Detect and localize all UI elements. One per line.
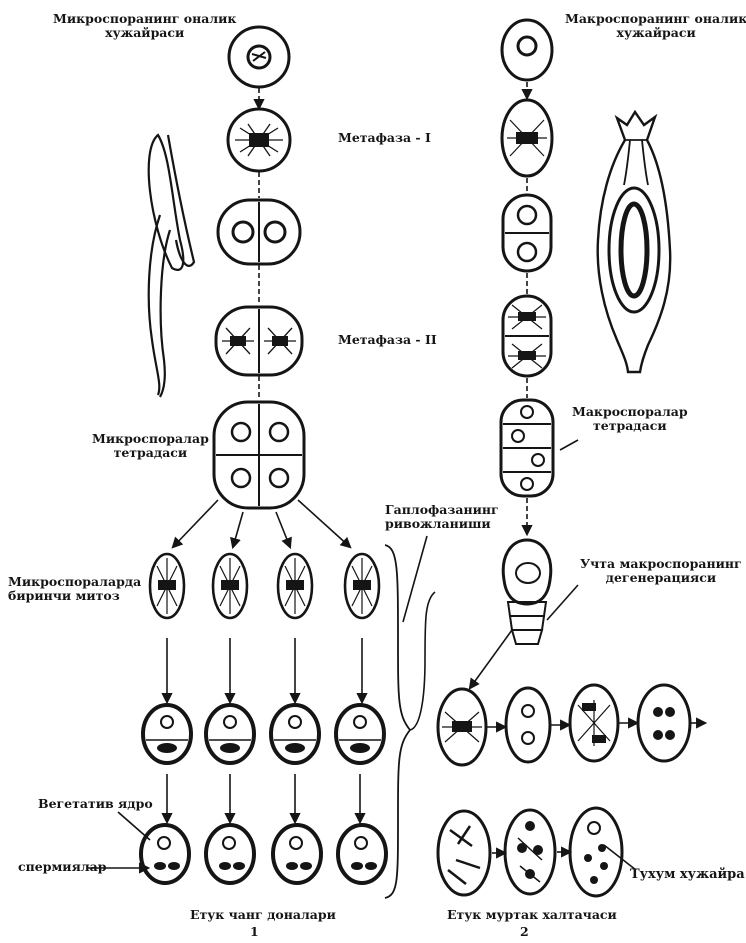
- micro-tetrad-label-line2: тетрадаси: [92, 446, 209, 460]
- micro-tetrad-label-line1: Микроспоралар: [92, 432, 209, 446]
- egg-cell-label: Тухум хужайра: [630, 868, 745, 883]
- micro-tetrad-label: Микроспоралар тетрадаси: [92, 432, 209, 461]
- degeneration-label-line2: дегенерацияси: [580, 571, 742, 585]
- degeneration-label: Учта макроспоранинг дегенерацияси: [580, 557, 742, 586]
- degeneration-label-line1: Учта макроспоранинг: [580, 557, 742, 571]
- micro-mother-label-line2: хужайраси: [53, 26, 236, 40]
- haplophase-label: Гаплофазанинг ривожланиши: [385, 503, 499, 532]
- macro-metaphase-1: [502, 100, 552, 176]
- macro-tetrad-label-line2: тетрадаси: [572, 419, 688, 433]
- macro-metaphase-2: [503, 296, 551, 376]
- sperms-label: спермиялар: [18, 860, 106, 874]
- metaphase-1-label: Метафаза - I: [338, 131, 431, 145]
- sac-caption: Етук муртак халтачаси: [447, 908, 617, 922]
- macro-mother-label: Макроспоранинг оналик хужайраси: [565, 12, 746, 41]
- haplophase-label-line1: Гаплофазанинг: [385, 503, 499, 517]
- first-mitosis-label-line1: Микроспораларда: [8, 575, 141, 589]
- micro-mother-label: Микроспоранинг оналик хужайраси: [53, 12, 236, 41]
- micro-mother-label-line1: Микроспоранинг оналик: [53, 12, 236, 26]
- micro-mother-cell: [229, 27, 289, 87]
- first-mitosis-label-line2: биринчи митоз: [8, 589, 141, 603]
- macro-tetrad: [501, 400, 553, 496]
- dyad-cell: [218, 200, 300, 264]
- embryo-sac-row-2: [438, 808, 636, 896]
- mature-pollen-row: [141, 825, 386, 883]
- first-mitosis-label: Микроспораларда биринчи митоз: [8, 575, 141, 604]
- metaphase-2-label: Метафаза - II: [338, 333, 437, 347]
- macro-mother-label-line1: Макроспоранинг оналик: [565, 12, 746, 26]
- micro-tetrad: [214, 402, 304, 508]
- stamen-drawing: [149, 135, 194, 397]
- sac-number: 2: [520, 925, 529, 939]
- microspore-mitosis-row: [150, 554, 379, 618]
- functional-macrospore: [503, 540, 551, 644]
- pollen-number: 1: [250, 925, 259, 939]
- macro-tetrad-label: Макроспоралар тетрадаси: [572, 405, 688, 434]
- bicellular-pollen-row: [143, 705, 384, 763]
- haplophase-label-line2: ривожланиши: [385, 517, 499, 531]
- vegetative-nucleus-label: Вегетатив ядро: [38, 797, 153, 811]
- macro-mother-cell: [502, 20, 552, 80]
- metaphase-2-cell: [216, 307, 302, 375]
- metaphase-1-cell: [228, 109, 290, 171]
- pollen-caption: Етук чанг доналари: [190, 908, 336, 922]
- ovule-drawing: [598, 112, 671, 372]
- macro-dyad: [503, 195, 551, 271]
- embryo-sac-row-1: [438, 685, 705, 765]
- macro-tetrad-label-line1: Макроспоралар: [572, 405, 688, 419]
- macro-mother-label-line2: хужайраси: [565, 26, 746, 40]
